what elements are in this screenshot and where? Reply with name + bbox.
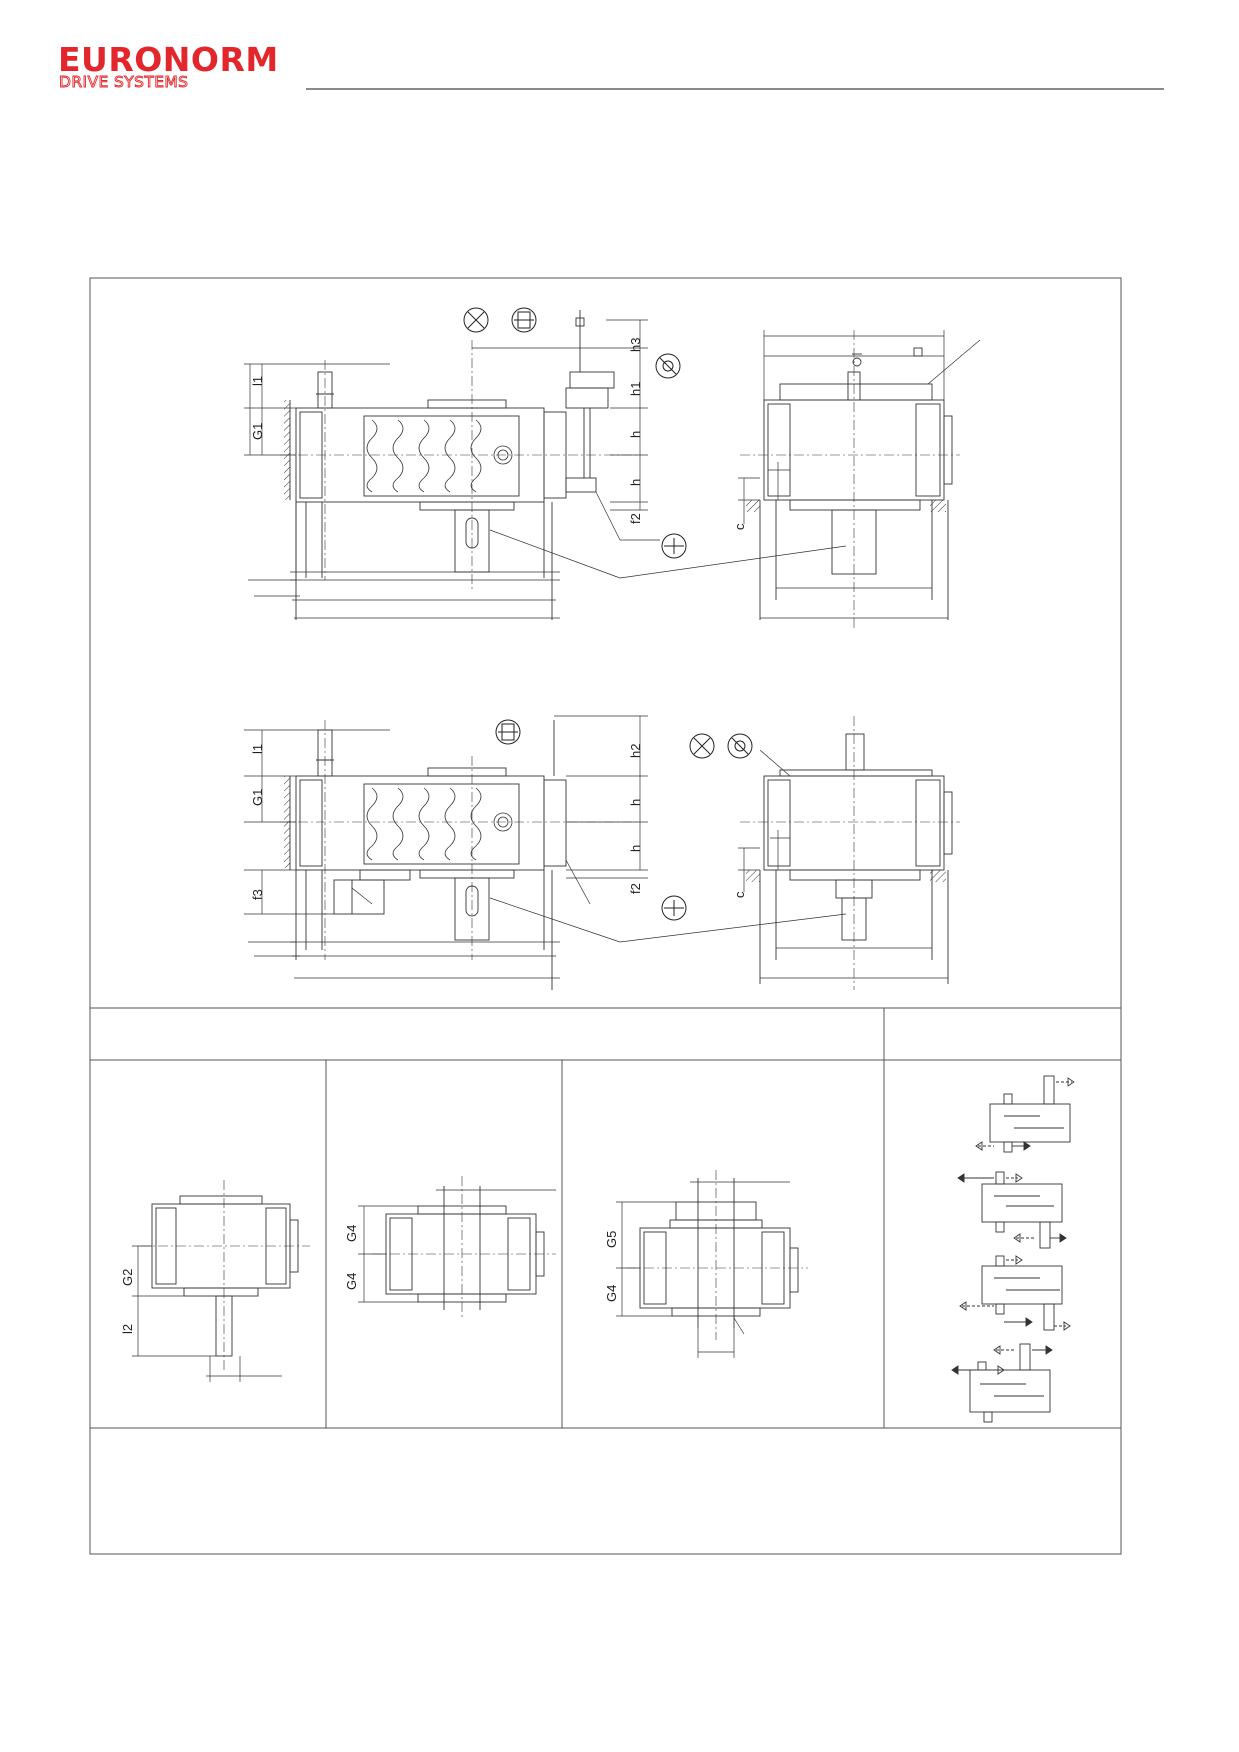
cross-circle-icon-bottom xyxy=(689,733,715,759)
bottom-front-view xyxy=(244,715,847,990)
logo-subtitle: DRIVE SYSTEMS xyxy=(59,73,189,91)
dim-label-g4-cell3: G4 xyxy=(604,1285,619,1302)
oil-breather-plug-icon xyxy=(511,307,537,333)
dim-label-l1-bottom: l1 xyxy=(250,744,265,754)
dim-label-c-top: c xyxy=(732,523,747,530)
logo-wordmark: EURONORM xyxy=(58,40,279,79)
dim-label-l2: l2 xyxy=(120,1324,135,1334)
dim-label-g1: G1 xyxy=(250,423,265,440)
oil-breather-plug-icon-bottom xyxy=(495,719,521,745)
top-side-view xyxy=(738,330,981,630)
dim-label-g4-upper: G4 xyxy=(344,1225,359,1242)
cell3-shrink-disc-view xyxy=(616,1170,808,1358)
dim-label-g4-lower: G4 xyxy=(344,1273,359,1290)
top-front-view xyxy=(244,310,847,620)
dim-label-f2: f2 xyxy=(628,513,643,524)
bottom-side-view xyxy=(738,716,960,990)
oil-drain-plug-icon-bottom xyxy=(661,895,687,921)
dim-label-g5: G5 xyxy=(604,1231,619,1248)
rotation-schematics xyxy=(951,1075,1075,1423)
euronorm-logo: EURONORM DRIVE SYSTEMS xyxy=(58,43,278,91)
drawing-frame xyxy=(89,277,1122,1555)
rotation-schematic-2 xyxy=(957,1171,1067,1249)
dim-label-h3: h3 xyxy=(628,338,643,352)
dim-label-l1: l1 xyxy=(250,376,265,386)
dim-label-f2-bottom: f2 xyxy=(628,883,643,894)
oil-level-plug-icon xyxy=(655,353,681,379)
rotation-schematic-4 xyxy=(951,1343,1053,1423)
dim-label-h-upper: h xyxy=(628,431,643,438)
rotation-schematic-3 xyxy=(959,1255,1071,1331)
dim-label-h2: h2 xyxy=(628,744,643,758)
header-rule xyxy=(306,88,1164,90)
rotation-schematic-1 xyxy=(975,1075,1075,1153)
dim-label-h-upper-bottom: h xyxy=(628,799,643,806)
dim-label-g2: G2 xyxy=(120,1269,135,1286)
dim-label-g1-bottom: G1 xyxy=(250,789,265,806)
dim-label-c-bottom: c xyxy=(732,891,747,898)
oil-level-plug-icon-bottom xyxy=(727,733,753,759)
dim-label-h-lower-bottom: h xyxy=(628,845,643,852)
cell2-hollow-shaft-view xyxy=(358,1176,556,1320)
cross-circle-icon xyxy=(463,307,489,333)
oil-drain-plug-icon xyxy=(661,533,687,559)
dim-label-h1: h1 xyxy=(628,382,643,396)
cell1-shaft-view xyxy=(132,1180,310,1382)
dim-label-f3: f3 xyxy=(250,889,265,900)
dim-label-h-lower: h xyxy=(628,479,643,486)
